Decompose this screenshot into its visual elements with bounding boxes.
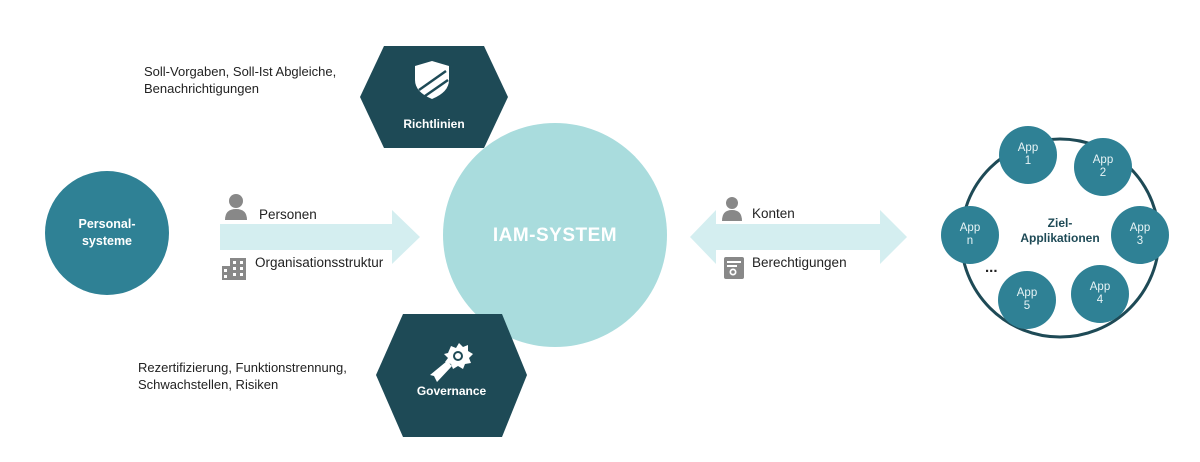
richtlinien-note-line1: Soll-Vorgaben, Soll-Ist Abgleiche, xyxy=(144,64,337,79)
app-n-label: App xyxy=(959,222,981,234)
konten-label: Konten xyxy=(752,206,795,221)
app-1-label: App xyxy=(1017,142,1039,154)
personalsysteme-line1: Personal- xyxy=(78,217,136,231)
governance-label: Governance xyxy=(416,384,487,398)
app-circle-5: App 5 xyxy=(998,271,1056,329)
governance-note: Rezertifizierung, Funktionstrennung, Sch… xyxy=(138,359,347,393)
app-circle-1: App 1 xyxy=(999,126,1057,184)
user-account-icon xyxy=(722,197,742,221)
berechtigungen-label: Berechtigungen xyxy=(752,255,847,270)
governance-note-line2: Schwachstellen, Risiken xyxy=(138,377,279,392)
app-circle-4: App 4 xyxy=(1071,265,1129,323)
personalsysteme-line2: systeme xyxy=(81,234,133,248)
app-5-number: 5 xyxy=(1023,300,1031,312)
personen-label: Personen xyxy=(259,207,317,222)
app-5-label: App xyxy=(1016,287,1038,299)
app-circle-n: App n xyxy=(941,206,999,264)
app-1-number: 1 xyxy=(1024,155,1032,167)
app-circle-3: App 3 xyxy=(1111,206,1169,264)
app-2-label: App xyxy=(1092,154,1114,166)
governance-note-line1: Rezertifizierung, Funktionstrennung, xyxy=(138,360,347,375)
ziel-applikationen-label: Ziel- Applikationen xyxy=(1005,213,1115,249)
iam-system-title: IAM-SYSTEM xyxy=(492,225,618,246)
app-n-number: n xyxy=(966,235,974,247)
left-flow-arrow xyxy=(220,210,420,264)
app-4-number: 4 xyxy=(1096,294,1104,306)
iam-system-circle xyxy=(443,123,667,347)
right-flow-arrow xyxy=(690,210,907,264)
personalsysteme-circle xyxy=(45,171,169,295)
shield-icon xyxy=(415,61,449,99)
certificate-icon xyxy=(724,257,744,279)
richtlinien-label: Richtlinien xyxy=(403,117,465,131)
ziel-line1: Ziel- xyxy=(1047,216,1073,230)
app-3-label: App xyxy=(1129,222,1151,234)
organisationsstruktur-label: Organisationsstruktur xyxy=(255,255,384,270)
app-circle-2: App 2 xyxy=(1074,138,1132,196)
person-icon xyxy=(225,194,247,220)
building-icon xyxy=(222,258,246,280)
app-3-number: 3 xyxy=(1136,235,1144,247)
personalsysteme-label: Personal- systeme xyxy=(45,213,169,253)
award-badge-icon xyxy=(430,343,473,382)
app-4-label: App xyxy=(1089,281,1111,293)
richtlinien-note: Soll-Vorgaben, Soll-Ist Abgleiche, Benac… xyxy=(144,63,336,97)
app-2-number: 2 xyxy=(1099,167,1107,179)
apps-ellipsis: ... xyxy=(985,259,998,276)
governance-hexagon xyxy=(376,314,527,437)
richtlinien-note-line2: Benachrichtigungen xyxy=(144,81,259,96)
ziel-line2: Applikationen xyxy=(1020,231,1100,245)
